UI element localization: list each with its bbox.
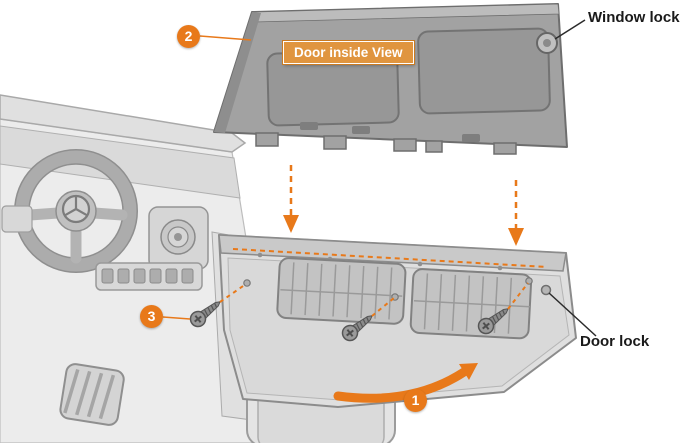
- dashboard-vent: [148, 206, 209, 270]
- callout-step-3: 3: [140, 305, 163, 328]
- callout-2-leader: [199, 35, 252, 41]
- door-lock-label: Door lock: [580, 333, 650, 350]
- door-inside-view-label: Door inside View: [283, 41, 414, 64]
- window-lock-part: [536, 32, 558, 54]
- door-lock-leader: [548, 292, 597, 337]
- steering-wheel: [14, 149, 138, 273]
- screw-hole-left: [243, 279, 251, 287]
- door-top-lip: [218, 234, 567, 272]
- callout-step-2: 2: [177, 25, 200, 48]
- screws: [186, 282, 529, 345]
- windshield-cowl: [0, 94, 247, 153]
- window-lock-label: Window lock: [588, 9, 680, 26]
- door-lock-part: [540, 284, 552, 296]
- callout-3-leader: [162, 316, 191, 320]
- placement-arrow-right: [508, 180, 524, 246]
- door-base: [218, 234, 577, 408]
- left-switch-panel: [1, 205, 33, 233]
- placement-arrow-left: [283, 165, 299, 233]
- floor-pedal: [59, 363, 125, 426]
- mercedes-star-icon: [61, 194, 91, 224]
- door-inner-panel: [213, 3, 568, 155]
- panel-recess-right: [417, 27, 551, 115]
- dashboard-switch-row: [95, 262, 203, 291]
- callout-step-1: 1: [404, 389, 427, 412]
- door-pocket-left: [276, 257, 407, 325]
- window-lock-leader: [554, 19, 586, 40]
- screw-hole-right: [525, 277, 533, 285]
- door-pocket-right: [409, 268, 533, 340]
